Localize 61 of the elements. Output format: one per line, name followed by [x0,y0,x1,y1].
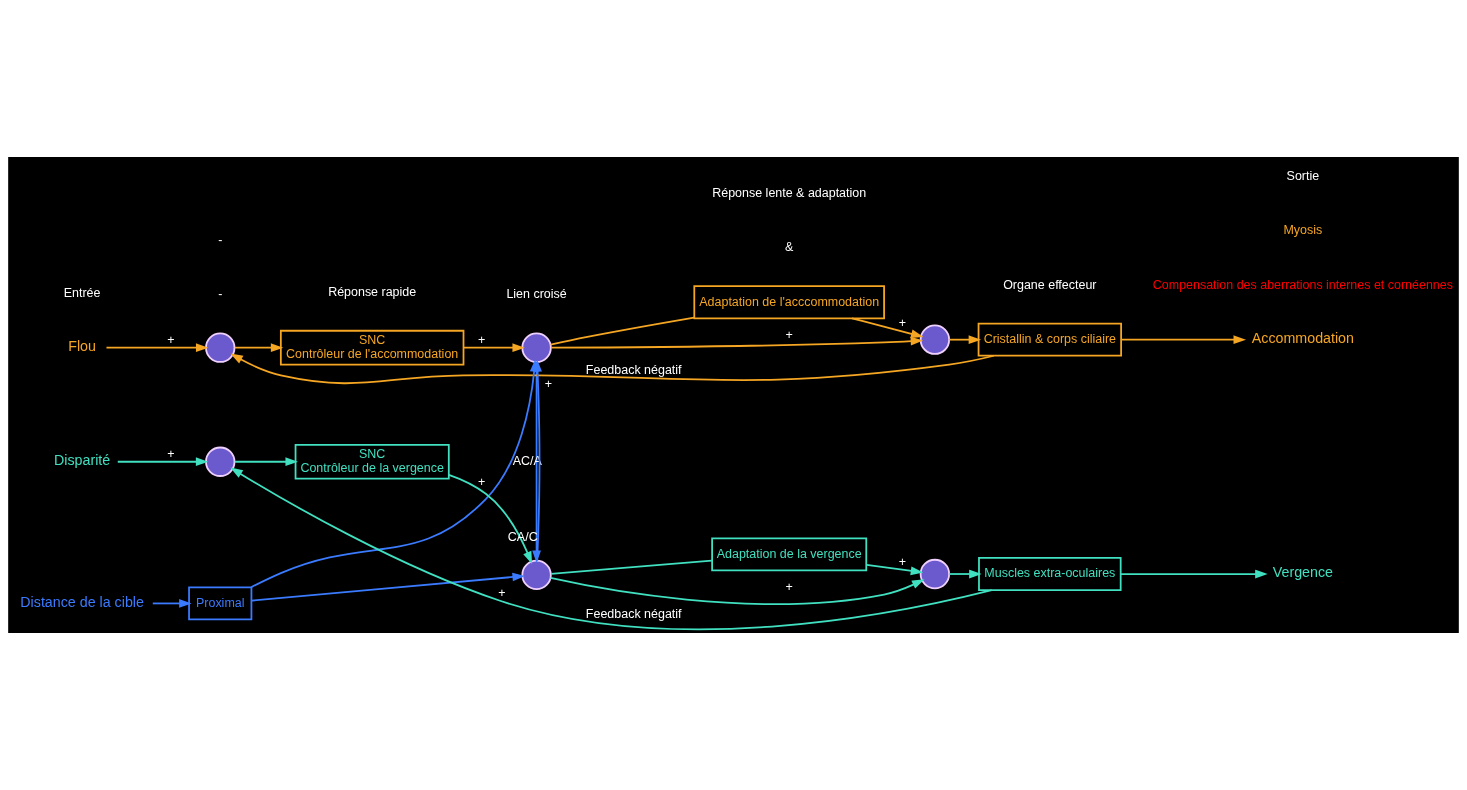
edge-label: Feedback négatif [585,362,682,377]
arrow [233,343,284,353]
arrow [250,572,525,602]
node-text: Accommodation [1251,330,1354,347]
arrow [151,599,192,608]
edge-label: + [785,580,793,595]
arrow [865,563,924,576]
label: - [218,287,223,302]
edge-label: + [498,585,506,600]
edge-label: + [898,555,907,570]
node-box: Cristallin & corps ciliaire [977,322,1122,357]
connector [550,559,713,575]
edge-label: Feedback négatif [585,606,682,621]
arrow [948,569,982,579]
arrow [105,343,209,353]
node-box: SNC Contrôleur de la vergence [294,443,450,480]
edge-label: + [785,327,793,342]
label: Organe effecteur [1003,277,1097,292]
label: Réponse rapide [328,284,417,299]
node-text: Vergence [1272,564,1333,581]
arrow [549,577,925,605]
arrow [230,467,993,631]
node-circle [521,332,552,363]
edge-label: + [544,377,553,392]
arrow [851,317,924,339]
connector [549,316,695,346]
arrow [948,335,982,345]
edge-label: + [167,333,175,348]
node-box: Proximal [188,586,253,621]
label: Sortie [1286,168,1320,183]
arrow [230,353,995,385]
arrow [116,457,209,467]
node-text: Flou [68,338,96,355]
label: & [785,240,794,255]
label: Réponse lente & adaptation [712,185,867,200]
node-circle [205,332,236,363]
node-box: Adaptation de la vergence [711,537,868,572]
label: Lien croisé [506,287,567,302]
arrow [550,336,924,349]
edge-label: + [898,316,907,331]
edge-label: + [478,333,486,348]
arrow [448,474,533,565]
node-circle [521,559,552,591]
node-circle [205,446,236,477]
arrow [233,457,298,467]
edge-label: + [167,447,175,462]
arrow [1120,335,1246,345]
node-box: Adaptation de l'acccommodation [693,285,885,320]
node-box: Muscles extra-oculaires [978,557,1122,591]
label: Entrée [63,285,101,300]
arrow [1119,569,1268,579]
label: Myosis [1283,223,1323,238]
node-circle [919,558,951,590]
node-box: SNC Contrôleur de l'accommodation [279,329,465,366]
label: Compensation des aberrations internes et cornéennes [1152,277,1453,292]
node-text: Distance de la cible [20,593,144,610]
arrow [462,343,525,353]
label: - [218,233,223,248]
node-circle [919,324,951,355]
node-text: Disparité [54,452,111,469]
edge-label: + [478,474,486,489]
